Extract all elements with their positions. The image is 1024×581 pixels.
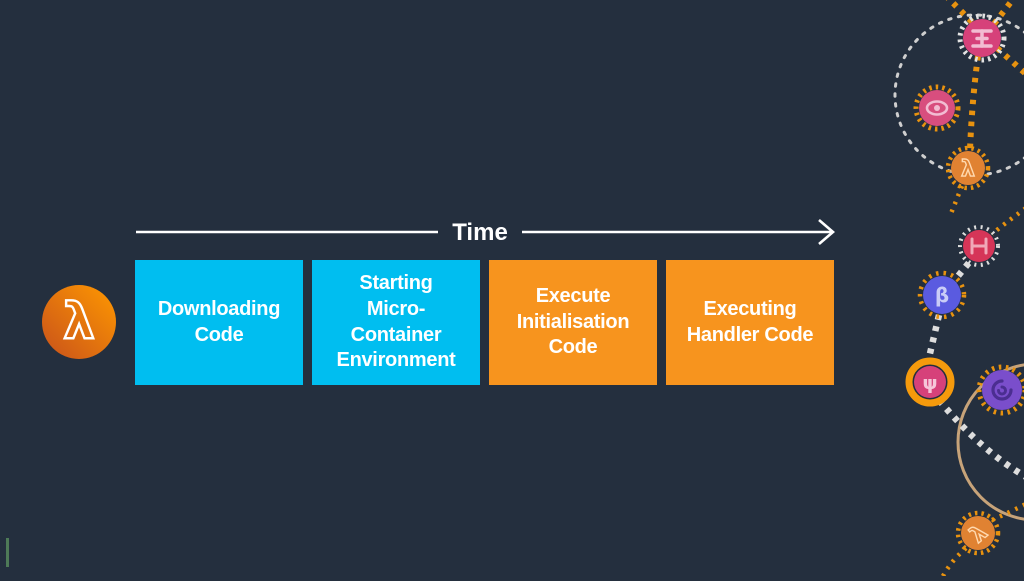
gear-badge-barbell-icon (958, 225, 1000, 267)
gear-badge-lambda-tilted-icon: λ (955, 510, 1001, 556)
gear-badge-eye-icon (913, 84, 961, 132)
dotted-circle-decor (893, 13, 1024, 177)
svg-text:ψ: ψ (922, 372, 937, 394)
cold-start-stages: Downloading Code Starting Micro- Contain… (135, 260, 834, 385)
svg-text:β: β (935, 283, 949, 307)
orange-dashed-links (945, 0, 1024, 151)
gear-badge-ibeam-icon (957, 13, 1007, 63)
decor-icon-web: λ β ψ λ (844, 0, 1024, 580)
gear-badge-trident-icon: ψ (905, 357, 955, 407)
lambda-glyph: λ (62, 291, 96, 351)
stage-execute-init-code: Execute Initialisation Code (489, 260, 657, 385)
aws-lambda-icon: λ (42, 285, 116, 359)
stage-starting-microcontainer: Starting Micro- Container Environment (312, 260, 480, 385)
stage-executing-handler-code: Executing Handler Code (666, 260, 834, 385)
timeline-label: Time (452, 219, 508, 246)
svg-text:λ: λ (63, 292, 95, 350)
gear-badge-lambda-icon: λ (945, 145, 991, 191)
gear-badge-swirl-icon (976, 364, 1024, 416)
arrowhead-icon (818, 219, 835, 245)
timeline-arrow: Time (132, 214, 844, 250)
stage-downloading-code: Downloading Code (135, 260, 303, 385)
svg-text:λ: λ (961, 157, 975, 182)
orange-dotted-links (939, 185, 1024, 580)
green-marker-line (6, 538, 9, 567)
tan-circle-decor (956, 363, 1024, 521)
white-dashed-links (924, 251, 1024, 480)
gear-badge-beta-icon: β (917, 270, 967, 320)
